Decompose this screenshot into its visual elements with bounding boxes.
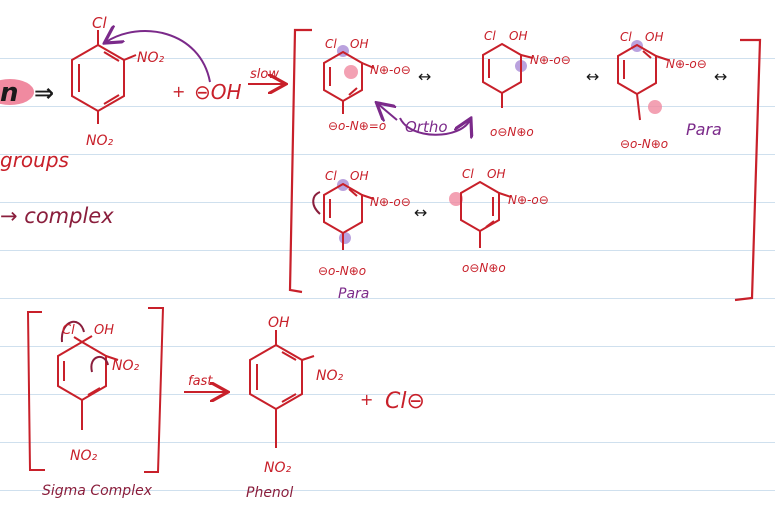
curved-arrow-icon <box>399 118 470 135</box>
sigma-no2-label: NO₂ <box>112 358 139 374</box>
svg-text:N⊕-o⊖: N⊕-o⊖ <box>508 193 549 207</box>
svg-text:OH: OH <box>509 29 527 43</box>
resonance-structure-2: Cl OH N⊕-o⊖ o⊖N⊕o <box>482 29 571 139</box>
svg-text:⊖o-N⊕=o: ⊖o-N⊕=o <box>328 119 386 133</box>
resonance-arrow-icon: ↔ <box>714 67 727 86</box>
hydroxide-label: ⊖OH <box>194 80 242 104</box>
ortho-label: Ortho <box>405 118 448 136</box>
resonance-arrow-icon: ↔ <box>418 67 431 86</box>
left-fragment: n ⇒ groups → complex <box>0 78 114 228</box>
ortho-arrow-icon <box>378 104 398 120</box>
product-plus-sign: + <box>360 390 373 409</box>
svg-text:N⊕-o⊖: N⊕-o⊖ <box>530 53 571 67</box>
svg-text:OH: OH <box>94 323 114 338</box>
svg-text:Cl: Cl <box>620 30 632 44</box>
fragment-letter: n <box>0 78 19 108</box>
para-label-top: Para <box>686 120 722 139</box>
svg-text:N⊕-o⊖: N⊕-o⊖ <box>666 57 707 71</box>
svg-text:Cl: Cl <box>325 169 337 183</box>
pink-highlight <box>0 79 34 105</box>
bracket-icon <box>144 307 165 473</box>
svg-text:Cl: Cl <box>62 323 75 338</box>
sigma-complex-molecule <box>57 335 119 430</box>
resonance-arrow-icon: ↔ <box>586 67 599 86</box>
fast-label: fast <box>188 374 213 389</box>
svg-text:Cl: Cl <box>325 37 337 51</box>
starting-molecule <box>71 30 137 124</box>
svg-text:⊖o-N⊕o: ⊖o-N⊕o <box>318 264 366 278</box>
svg-text:OH: OH <box>487 167 505 181</box>
resonance-arrow-icon: ↔ <box>414 203 427 222</box>
phenol-no2-label: NO₂ <box>316 368 343 384</box>
curved-arrow-icon <box>60 320 85 343</box>
svg-text:⊖o-N⊕o: ⊖o-N⊕o <box>620 137 668 151</box>
svg-text:o⊖N⊕o: o⊖N⊕o <box>490 125 534 139</box>
no2-para-label: NO₂ <box>86 133 113 149</box>
plus-sign: + <box>172 82 185 101</box>
groups-text: groups <box>0 148 69 172</box>
svg-text:OH: OH <box>350 37 368 51</box>
bracket-icon <box>288 28 312 294</box>
no2-label: NO₂ <box>137 50 164 66</box>
phenol-label: Phenol <box>246 485 293 501</box>
svg-text:N⊕-o⊖: N⊕-o⊖ <box>370 195 411 209</box>
svg-text:OH: OH <box>350 169 368 183</box>
svg-text:N⊕-o⊖: N⊕-o⊖ <box>370 63 411 77</box>
resonance-structure-1: Cl OH N⊕-o⊖ ⊖o-N⊕=o <box>323 37 411 133</box>
svg-text:Cl: Cl <box>484 29 496 43</box>
chloride-label: Cl⊖ <box>385 389 425 414</box>
bracket-icon <box>26 311 45 471</box>
svg-text:o⊖N⊕o: o⊖N⊕o <box>462 261 506 275</box>
cl-label: Cl <box>92 14 107 32</box>
sigma-complex-label: Sigma Complex <box>42 483 153 499</box>
slow-label: slow <box>250 67 279 82</box>
complex-text: → complex <box>0 204 114 228</box>
bracket-icon <box>734 38 762 302</box>
resonance-structure-4: Cl OH N⊕-o⊖ ⊖o-N⊕o <box>312 169 411 278</box>
phenol-molecule <box>249 330 315 448</box>
implies-arrow-icon: ⇒ <box>34 79 54 107</box>
svg-text:OH: OH <box>645 30 663 44</box>
phenol-oh-label: OH <box>268 315 290 331</box>
para-label-bottom: Para <box>338 286 369 302</box>
phenol-no2-para-label: NO₂ <box>264 460 291 476</box>
sigma-no2-para-label: NO₂ <box>70 448 97 464</box>
curved-arrow-icon <box>106 31 211 83</box>
svg-text:Cl: Cl <box>462 167 474 181</box>
curved-arrow-icon <box>312 191 321 215</box>
resonance-structure-3: Cl OH N⊕-o⊖ ⊖o-N⊕o <box>617 30 707 151</box>
curved-arrow-icon <box>90 356 109 373</box>
resonance-structure-5: Cl OH N⊕-o⊖ o⊖N⊕o <box>449 167 549 275</box>
